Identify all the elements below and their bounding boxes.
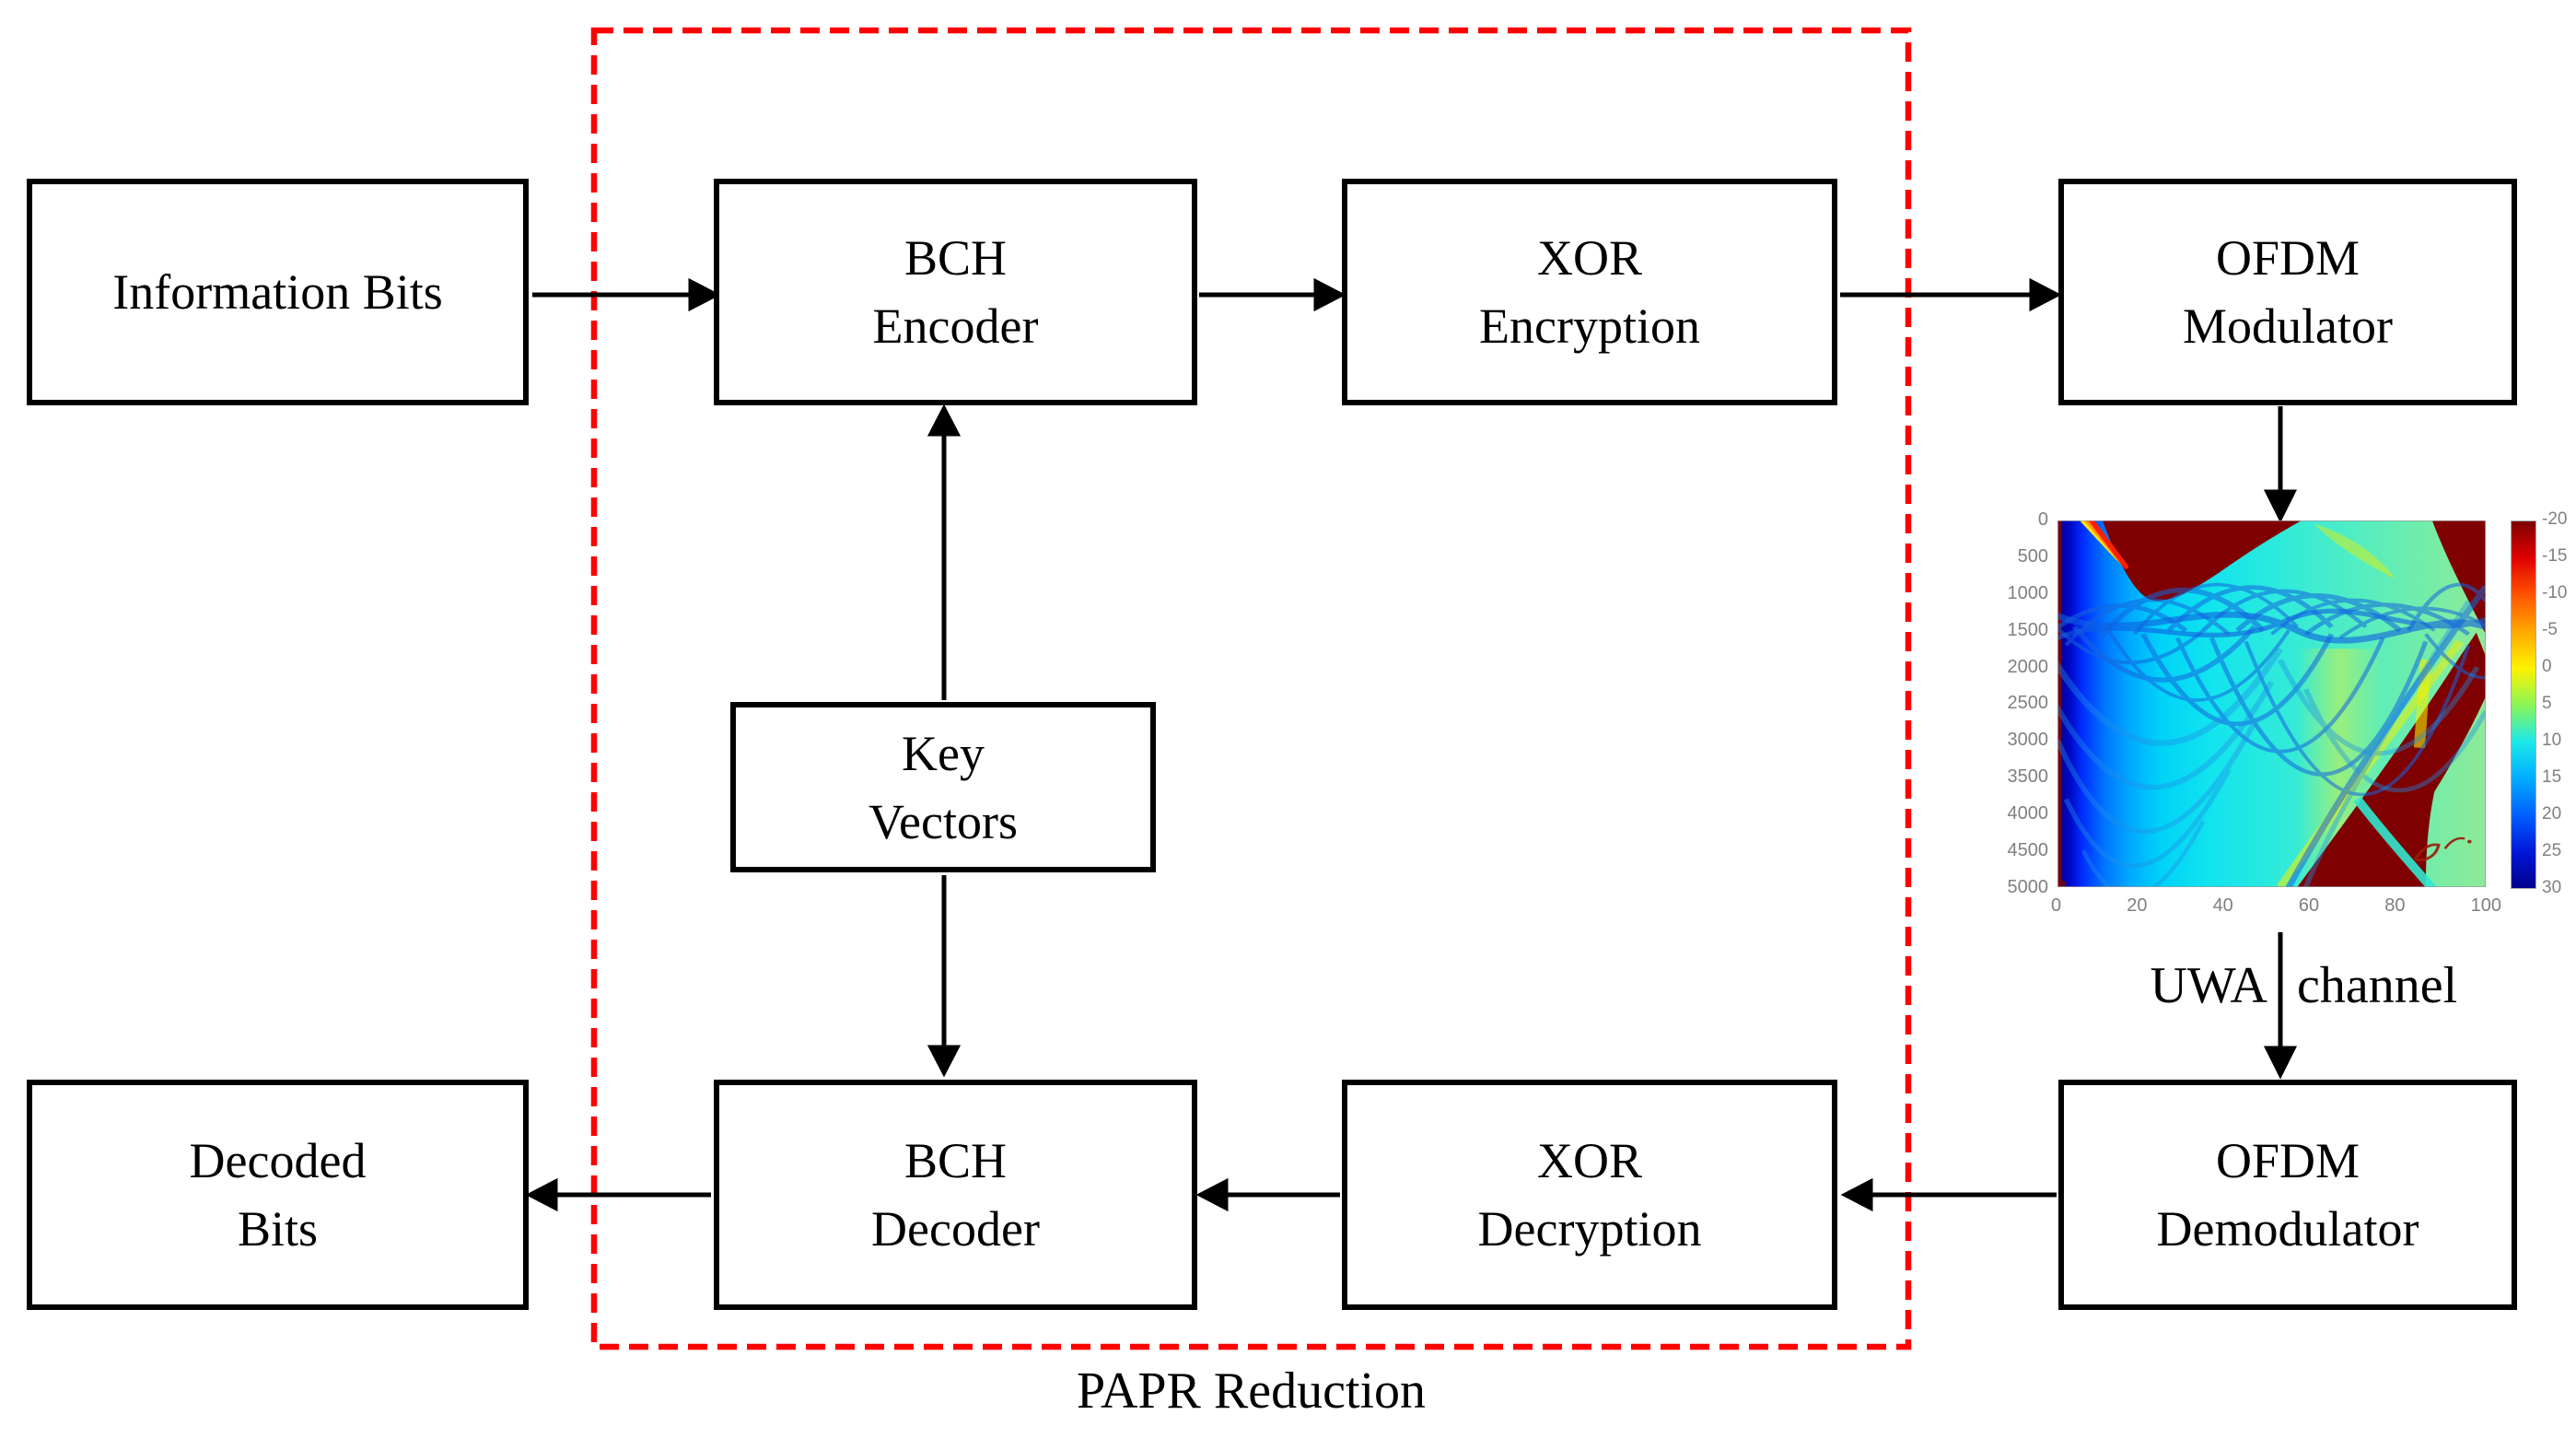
x-tick-label: 60 [2298,895,2320,916]
arrow-ofdmmodulator-to-channel [2263,406,2298,523]
block-key-vectors: Key Vectors [730,702,1156,872]
arrow-bchdecoder-to-decodedbits [525,1177,711,1212]
block-bch-decoder: BCH Decoder [714,1080,1197,1310]
colorbar [2511,520,2536,889]
y-tick-label: 0 [2037,509,2048,530]
block-label: Bits [237,1201,319,1257]
uwa-channel-label-left: UWA [2150,957,2267,1014]
block-label: Decryption [1477,1201,1702,1257]
colorbar-tick-label: -5 [2542,620,2558,639]
arrow-channel-to-ofdmdemodulator [2263,932,2298,1080]
block-bch-encoder: BCH Encoder [714,179,1197,405]
block-xor-decryption: XOR Decryption [1342,1080,1837,1310]
x-tick-label: 100 [2470,895,2501,916]
colorbar-tick-label: -15 [2542,546,2568,566]
x-tick-label: 80 [2384,895,2406,916]
arrow-keyvectors-to-bchdecoder [927,875,962,1078]
uwa-channel-label-right: channel [2297,957,2458,1014]
y-tick-label: 2000 [2007,656,2049,677]
x-tick-label: 20 [2127,895,2148,916]
block-label: XOR [1536,230,1642,286]
y-tick-label: 3000 [2007,730,2049,751]
x-tick-label: 40 [2212,895,2233,916]
colorbar-tick-label: 15 [2542,767,2562,787]
block-label: Demodulator [2156,1201,2419,1257]
block-ofdm-demodulator: OFDM Demodulator [2058,1080,2517,1310]
y-tick-label: 1000 [2007,582,2049,603]
colorbar-tick-label: 30 [2542,878,2562,897]
block-label: OFDM [2215,230,2360,286]
block-label: Modulator [2183,298,2393,354]
block-label: Key [902,725,985,781]
colorbar-tick-label: 25 [2542,841,2562,860]
heatmap-y-axis-ticks: 0 500 1000 1500 2000 2500 3000 3500 4000 4500 5000 [1969,509,2049,898]
arrow-ofdmdemodulator-to-xordecryption [1840,1177,2057,1212]
y-tick-label: 2500 [2007,693,2049,714]
y-tick-label: 1500 [2007,619,2049,640]
papr-dashed-boundary [590,27,1912,1350]
colorbar-tick-label: 20 [2542,804,2562,824]
papr-reduction-label: PAPR Reduction [1076,1362,1427,1420]
block-label: Encryption [1479,298,1700,354]
y-tick-label: 500 [2017,545,2048,567]
block-label: XOR [1536,1133,1642,1188]
colorbar-tick-label: 5 [2542,694,2552,713]
x-tick-label: 0 [2051,895,2062,916]
colorbar-tick-label: -10 [2542,583,2568,602]
arrow-bchencoder-to-xorencryption [1199,277,1346,312]
y-tick-label: 5000 [2007,876,2049,897]
block-xor-encryption: XOR Encryption [1342,179,1837,405]
arrow-infobits-to-bchencoder [532,277,721,312]
block-label: Encoder [872,298,1039,354]
block-label: BCH [903,230,1008,286]
arrow-keyvectors-to-bchencoder [927,403,962,700]
block-label: OFDM [2215,1133,2360,1188]
block-label: BCH [903,1133,1008,1188]
colorbar-tick-label: -20 [2542,509,2568,529]
colorbar-tick-label: 0 [2542,657,2552,676]
y-tick-label: 4500 [2007,840,2049,861]
uwa-channel-heatmap [2057,520,2486,887]
arrow-xordecryption-to-bchdecoder [1195,1177,1340,1212]
colorbar-ticks: -20 -15 -10 -5 0 5 10 15 20 25 30 [2542,509,2576,898]
heatmap-x-axis-ticks: 0 20 40 60 80 100 [2051,895,2501,919]
block-label: Information Bits [112,264,443,320]
block-ofdm-modulator: OFDM Modulator [2058,179,2517,405]
block-label: Decoded [189,1133,367,1188]
block-label: Vectors [868,793,1018,849]
block-decoded-bits: Decoded Bits [27,1080,529,1310]
block-information-bits: Information Bits [27,179,529,405]
y-tick-label: 4000 [2007,803,2049,824]
y-tick-label: 3500 [2007,766,2049,788]
block-label: Decoder [871,1201,1040,1257]
colorbar-tick-label: 10 [2542,731,2562,750]
arrow-xorencryption-to-ofdmmodulator [1840,277,2062,312]
